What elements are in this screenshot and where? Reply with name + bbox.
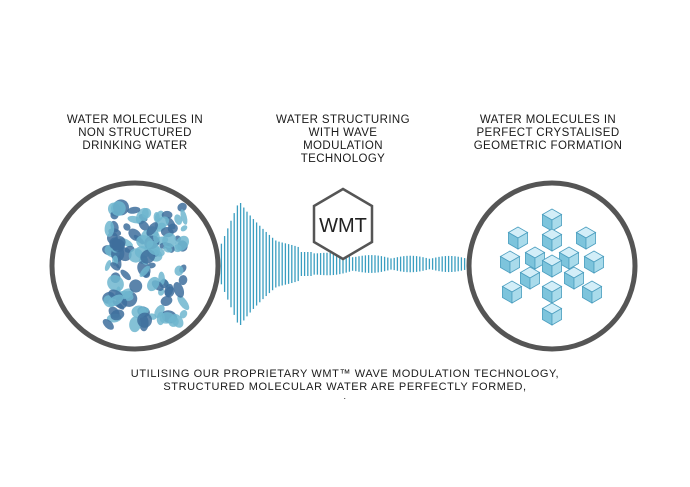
crystal-cube: [581, 280, 603, 304]
hexagon-outline: [312, 187, 374, 261]
molecule-blob: [127, 215, 142, 224]
molecule-blob: [123, 223, 131, 231]
molecule-blob: [110, 309, 125, 321]
molecule-blob: [112, 235, 126, 250]
crystal-cube: [575, 226, 597, 250]
molecule-blob: [104, 260, 112, 271]
sound-wave: [214, 202, 469, 326]
crystal-cube: [499, 250, 521, 274]
molecule-blob: [164, 283, 174, 297]
crystal-cube: [541, 228, 563, 252]
molecule-blob: [102, 319, 114, 330]
irregular-molecules-cluster: [102, 199, 190, 333]
badge-text: WMT: [319, 215, 367, 237]
molecule-blob: [156, 311, 165, 326]
molecule-blob: [129, 279, 143, 293]
footer-line-3: .: [343, 391, 347, 401]
molecule-blob: [177, 295, 190, 311]
molecule-blob: [158, 271, 165, 286]
molecule-blob: [162, 245, 173, 253]
unstructured-water-label: WATER MOLECULES IN NON STRUCTURED DRINKI…: [66, 114, 204, 152]
wmt-hexagon-badge: WMT: [312, 187, 374, 261]
molecule-blob: [111, 201, 126, 216]
molecule-blob: [110, 262, 121, 271]
footer-line-1: UTILISING OUR PROPRIETARY WMT™ WAVE MODU…: [130, 368, 560, 380]
footer-line-2: STRUCTURED MOLECULAR WATER ARE PERFECTLY…: [163, 381, 527, 393]
crystal-cube: [541, 280, 563, 304]
molecule-blob: [138, 220, 150, 231]
molecule-blob: [160, 295, 173, 306]
molecule-blob: [139, 265, 150, 278]
molecule-blob: [146, 222, 158, 236]
molecule-blob: [177, 202, 187, 212]
molecule-blob: [120, 269, 131, 281]
molecule-blob: [175, 235, 189, 252]
molecule-blob: [120, 288, 134, 299]
molecule-blob: [147, 276, 160, 292]
molecule-blob: [174, 265, 184, 276]
crystal-cube: [519, 266, 541, 290]
molecule-blob: [168, 316, 179, 327]
crystal-cube: [507, 226, 529, 250]
molecule-blob: [104, 220, 115, 237]
molecule-blob: [136, 235, 154, 249]
molecule-blob: [154, 216, 170, 230]
crystal-cube: [563, 266, 585, 290]
crystal-lattice: [499, 208, 605, 326]
wave-modulation-label: WATER STRUCTURING WITH WAVE MODULATION T…: [276, 114, 410, 165]
molecule-blob: [178, 275, 188, 286]
crystalised-water-label: WATER MOLECULES IN PERFECT CRYSTALISED G…: [473, 114, 623, 152]
molecule-blob: [108, 294, 124, 307]
molecule-blob: [180, 209, 188, 225]
crystal-cube: [541, 254, 563, 278]
molecule-blob: [127, 206, 141, 214]
molecule-blob: [153, 231, 160, 244]
molecule-blob: [162, 232, 177, 249]
unstructured-water-circle: [49, 180, 221, 352]
molecule-blob: [107, 274, 124, 292]
crystal-cube: [541, 302, 563, 326]
crystal-cube: [583, 250, 605, 274]
molecule-blob: [174, 214, 183, 225]
molecule-blob: [179, 310, 188, 319]
molecule-blob: [137, 312, 153, 328]
crystal-cube: [501, 280, 523, 304]
molecule-blob: [128, 248, 143, 263]
molecule-blob: [180, 225, 188, 232]
molecule-blob: [173, 282, 185, 298]
